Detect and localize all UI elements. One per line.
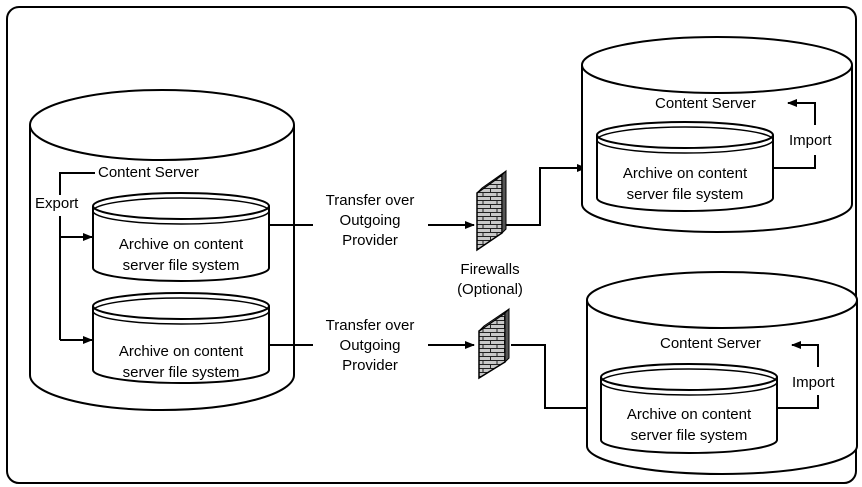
source-server-label: Content Server xyxy=(98,164,199,181)
transfer-path-top: Transfer over Outgoing Provider xyxy=(269,164,587,249)
source-content-server: Content Server Export Archive on content… xyxy=(29,89,295,411)
transfer-bottom-line3: Provider xyxy=(342,357,398,374)
target-2-import-line xyxy=(777,395,819,409)
firewall-top xyxy=(476,169,507,252)
firewall-label-line1: Firewalls xyxy=(460,261,519,278)
target-1-import-label: Import xyxy=(789,132,832,149)
firewall-bottom xyxy=(478,307,510,380)
export-bracket-line xyxy=(59,172,95,195)
source-archive-1-line2: server file system xyxy=(123,257,240,274)
transfer-path-bottom: Transfer over Outgoing Provider xyxy=(269,317,596,412)
source-server-cylinder-top xyxy=(29,89,295,161)
firewall-label-line2: (Optional) xyxy=(457,281,523,298)
source-archive-2-line1: Archive on content xyxy=(119,343,244,360)
transfer-bottom-line1: Transfer over xyxy=(326,317,415,334)
target-2-archive-line2: server file system xyxy=(631,427,748,444)
target-1-import-line xyxy=(773,155,816,169)
transfer-top-line3: Provider xyxy=(342,232,398,249)
target-2-import-arrow xyxy=(791,341,819,367)
target-1-server-label: Content Server xyxy=(655,95,756,112)
target-content-server-1: Content Server Archive on content server… xyxy=(581,36,853,233)
source-archive-1-line1: Archive on content xyxy=(119,236,244,253)
transfer-top-line2: Outgoing xyxy=(340,212,401,229)
target-content-server-2: Content Server Archive on content server… xyxy=(586,271,858,475)
diagram-frame xyxy=(6,6,857,484)
source-archive-1: Archive on content server file system xyxy=(92,192,270,282)
target-1-archive-line1: Archive on content xyxy=(623,165,748,182)
target-2-archive-line1: Archive on content xyxy=(627,406,752,423)
target-2-import-label: Import xyxy=(792,374,835,391)
source-archive-2: Archive on content server file system xyxy=(92,292,270,384)
transfer-bottom-line2: Outgoing xyxy=(340,337,401,354)
target-1-archive-line2: server file system xyxy=(627,186,744,203)
export-label: Export xyxy=(35,195,79,212)
target-1-import-arrow xyxy=(787,99,816,125)
target-2-server-label: Content Server xyxy=(660,335,761,352)
source-archive-2-line2: server file system xyxy=(123,364,240,381)
transfer-top-line1: Transfer over xyxy=(326,192,415,209)
